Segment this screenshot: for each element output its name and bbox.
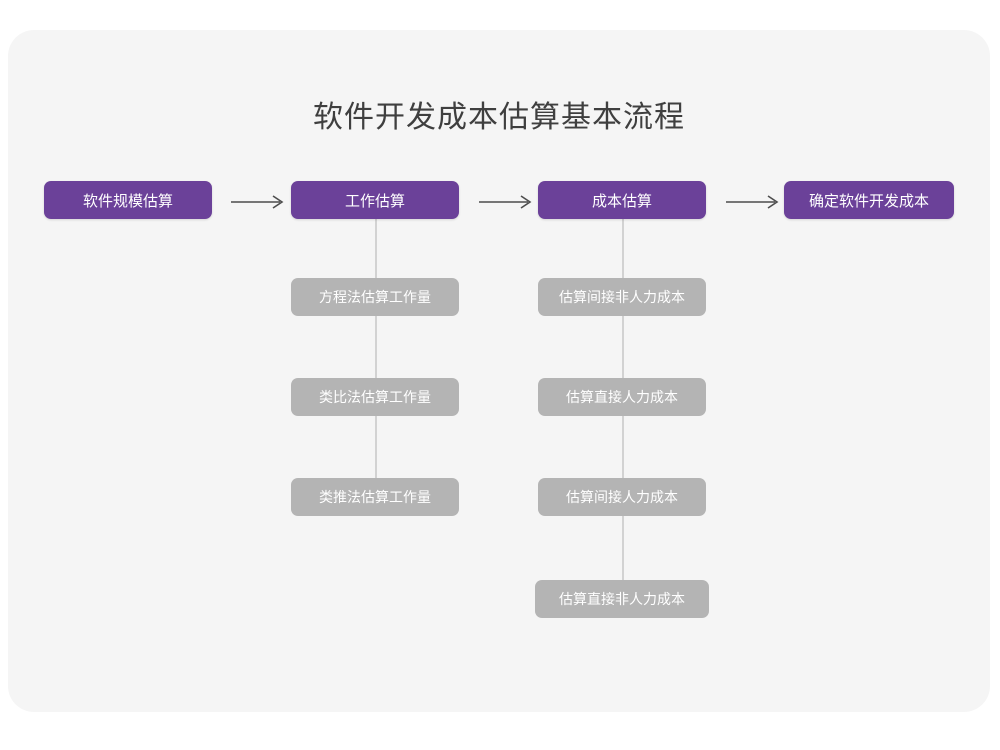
arrow-icon-3	[723, 191, 785, 213]
stage-node-final-cost[interactable]: 确定软件开发成本	[784, 181, 954, 219]
stage-node-label: 成本估算	[591, 192, 652, 210]
substep-node-inference-method[interactable]: 类推法估算工作量	[291, 478, 459, 516]
stage-node-label: 软件规模估算	[82, 192, 173, 210]
arrow-icon-2	[476, 191, 538, 213]
substep-node-label: 估算直接人力成本	[566, 389, 678, 405]
page-title: 软件开发成本估算基本流程	[313, 101, 685, 134]
substep-node-direct-nonlabor-cost[interactable]: 估算直接非人力成本	[535, 580, 709, 618]
stage-node-label: 确定软件开发成本	[808, 192, 929, 210]
substep-node-equation-method[interactable]: 方程法估算工作量	[291, 278, 459, 316]
stage-node-work-estimation[interactable]: 工作估算	[291, 181, 459, 219]
stage-node-label: 工作估算	[344, 192, 405, 210]
substep-node-label: 估算间接人力成本	[566, 489, 678, 505]
substep-node-indirect-labor-cost[interactable]: 估算间接人力成本	[538, 478, 706, 516]
diagram-canvas: 软件开发成本估算基本流程 软件规模估算 工作估算 成本估算 确定软件开发成本	[8, 30, 990, 712]
arrow-icon-1	[228, 191, 290, 213]
substep-node-label: 估算间接非人力成本	[559, 289, 685, 305]
substep-node-label: 估算直接非人力成本	[559, 591, 685, 607]
substep-node-label: 方程法估算工作量	[319, 289, 431, 305]
substep-node-analogy-method[interactable]: 类比法估算工作量	[291, 378, 459, 416]
substep-node-label: 类推法估算工作量	[319, 489, 431, 505]
substep-node-indirect-nonlabor-cost[interactable]: 估算间接非人力成本	[538, 278, 706, 316]
stage-node-software-scale[interactable]: 软件规模估算	[44, 181, 212, 219]
connector-line-work	[375, 218, 377, 508]
stage-node-cost-estimation[interactable]: 成本估算	[538, 181, 706, 219]
substep-node-direct-labor-cost[interactable]: 估算直接人力成本	[538, 378, 706, 416]
substep-node-label: 类比法估算工作量	[319, 389, 431, 405]
